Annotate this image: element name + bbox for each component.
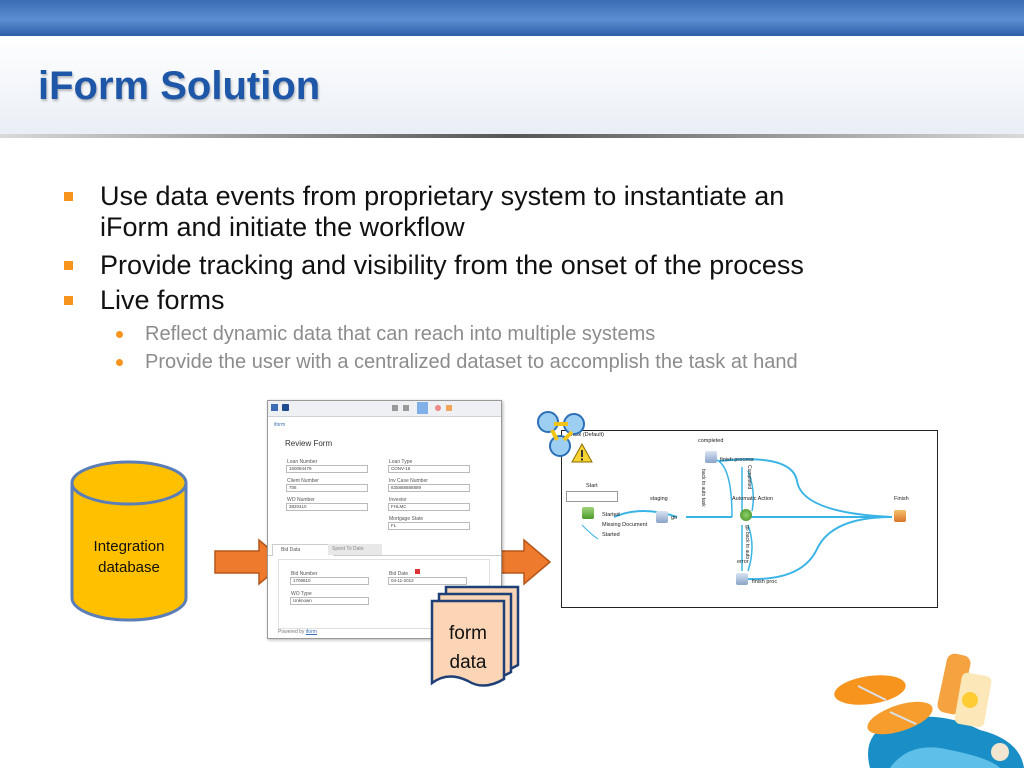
database-label-line-2: database (98, 559, 160, 576)
database-cylinder-icon (70, 460, 188, 622)
edge-label-completed: Completed (746, 465, 752, 490)
database-label-line-1: Integration (93, 538, 165, 555)
form-footer: Powered by iform (278, 629, 317, 635)
finish-process-node-icon[interactable] (705, 451, 717, 463)
tab-bid-data[interactable]: Bid Data (272, 544, 334, 556)
field-label: Mortgage State (389, 516, 424, 522)
bid-date-field[interactable]: 04-11-2012 (388, 577, 467, 585)
edge-label-go-back: go back to auto (744, 525, 750, 560)
finish-process-label: finish process (720, 457, 754, 463)
subbullet-2: Provide the user with a centralized data… (145, 351, 798, 373)
finish-proc-label: finish proc (752, 579, 778, 585)
bullet-2: Provide tracking and visibility from the… (100, 250, 804, 280)
form-title: Review Form (285, 439, 333, 448)
workflow-screenshot: Task (Default) Start Started Missing Doc… (561, 430, 938, 608)
title-band (0, 36, 1024, 136)
help-icon[interactable] (446, 405, 452, 411)
calendar-icon[interactable] (415, 569, 420, 574)
investor-field[interactable]: FHLMC (388, 503, 470, 511)
field-label: Inv Case Number (389, 478, 428, 484)
bullet-marker (64, 261, 73, 270)
field-label: Bid Date (389, 571, 409, 577)
bid-number-field[interactable]: 1708810 (290, 577, 369, 585)
missing-document-label: Missing Document (602, 522, 648, 528)
form-app-icon (271, 404, 278, 411)
started-label: Started (602, 512, 620, 518)
bullet-3: Live forms (100, 285, 225, 315)
tab-spent-to-date[interactable]: Spent To Date (328, 544, 382, 555)
mortgage-state-field[interactable]: FL (388, 522, 470, 530)
subbullet-1: Reflect dynamic data that can reach into… (145, 323, 656, 345)
workflow-logo-icon (537, 411, 593, 463)
preview-icon[interactable] (403, 405, 409, 411)
finish-node-icon[interactable] (894, 510, 906, 522)
field-label: WO Type (291, 591, 312, 597)
field-label: Bid Number (291, 571, 318, 577)
start-node-icon[interactable] (582, 507, 594, 519)
bullet-1-line-2: iForm and initiate the workflow (100, 212, 465, 242)
save-icon[interactable] (282, 404, 289, 411)
automatic-action-label: Automatic Action (732, 496, 773, 502)
start-input[interactable] (566, 491, 618, 502)
footer-link[interactable]: iform (305, 629, 317, 635)
form-data-label-line-1: form (449, 623, 487, 644)
wo-type-select[interactable]: Unknown (290, 597, 369, 605)
finish-proc-node-icon[interactable] (736, 573, 748, 585)
staging-node-icon[interactable] (656, 511, 668, 523)
bullet-1-line-1: Use data events from proprietary system … (100, 181, 785, 211)
loan-number-field[interactable]: 150084479 (286, 465, 368, 473)
client-number-field[interactable]: 706 (286, 484, 368, 492)
title-divider (0, 134, 1024, 138)
go-label: go (671, 515, 678, 521)
bullet-marker (64, 296, 73, 305)
subbullet-marker (116, 359, 123, 366)
form-screenshot: iform Review Form Loan Number 150084479 … (267, 400, 502, 639)
edge-label-auto: back to auto task (700, 469, 706, 507)
form-toolbar (268, 401, 501, 417)
completed-label: completed (698, 438, 724, 444)
bullet-marker (64, 192, 73, 201)
wo-number-field[interactable]: 3820410 (286, 503, 368, 511)
beach-decoration-icon (834, 653, 1024, 768)
database-label: Integration database (70, 536, 188, 578)
print-icon[interactable] (392, 405, 398, 411)
node-start-label: Start (586, 483, 598, 489)
inv-case-number-field[interactable]: 835888888889 (388, 484, 470, 492)
field-label: Loan Type (389, 459, 413, 465)
slide-title: iForm Solution (38, 64, 321, 108)
workflow-connections (581, 458, 893, 581)
field-label: Investor (389, 497, 407, 503)
field-label: Loan Number (287, 459, 318, 465)
gear-icon[interactable] (740, 509, 752, 521)
loan-type-field[interactable]: CONV-16 (388, 465, 470, 473)
started-label-2: Started (602, 532, 620, 538)
staging-label: staging (650, 496, 668, 502)
form-data-label-line-2: data (449, 652, 487, 673)
field-label: WO Number (287, 497, 315, 503)
settings-icon[interactable] (435, 405, 441, 411)
form-data-label: form data (432, 619, 504, 677)
footer-text: Powered by (278, 629, 305, 635)
task-label: Task (Default) (570, 432, 604, 438)
form-header-link[interactable]: iform (274, 422, 286, 428)
form-tab-bar (268, 544, 501, 556)
active-tool-icon[interactable] (417, 402, 428, 414)
finish-label: Finish (894, 496, 909, 502)
subbullet-marker (116, 331, 123, 338)
field-label: Client Number (287, 478, 319, 484)
header-bar (0, 0, 1024, 36)
bullet-1: Use data events from proprietary system … (100, 181, 784, 243)
error-label: error (737, 559, 749, 565)
document-stack-icon (430, 585, 520, 687)
